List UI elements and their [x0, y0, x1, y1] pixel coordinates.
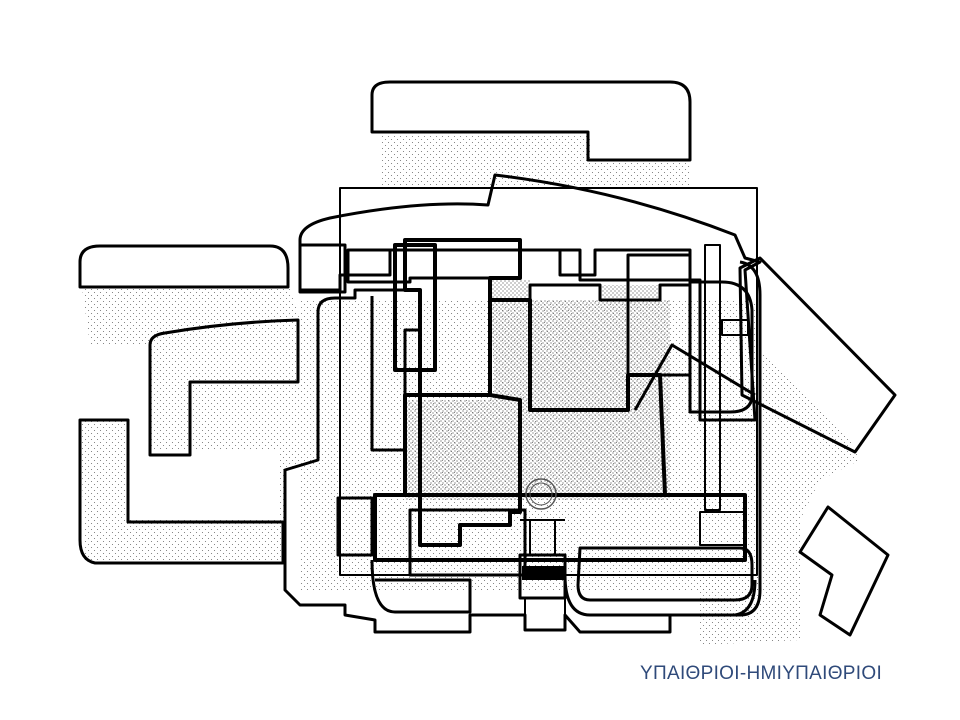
outline-west-wing: [283, 260, 762, 634]
building-west-lower: [78, 418, 285, 565]
outline-southwest-room: [336, 496, 374, 557]
outline-southeast-room: [699, 511, 746, 546]
main-complex: [283, 173, 762, 634]
building-west-upper: [78, 244, 290, 289]
outline-frame: [339, 187, 758, 576]
outline-inner-west: [393, 243, 437, 372]
entrance-core: [518, 478, 567, 631]
outline-southeast-rounded: [576, 546, 754, 602]
outline-south-curve: [370, 559, 472, 614]
building-southeast: [798, 505, 890, 637]
outline-south-east-curve: [563, 574, 757, 617]
outline-court-block: [403, 238, 522, 547]
outline-east-inner: [704, 244, 749, 511]
outline-court-north: [346, 248, 692, 302]
outline-curved-north: [298, 173, 762, 422]
outer-buildings: [78, 80, 897, 637]
building-north: [370, 80, 692, 162]
diagram-caption: ΥΠΑΙΘΡΙΟΙ-ΗΜΙΥΠΑΙΘΡΙΟΙ: [640, 663, 883, 684]
outline-diagonal-link: [633, 343, 756, 411]
outline-east-rounded: [688, 280, 754, 414]
outline-south-bar: [373, 493, 747, 562]
entrance-circle: [525, 478, 557, 510]
outline-north-west-curved: [298, 243, 347, 294]
building-west-middle: [148, 318, 300, 457]
open-space-hatching: [80, 135, 860, 645]
